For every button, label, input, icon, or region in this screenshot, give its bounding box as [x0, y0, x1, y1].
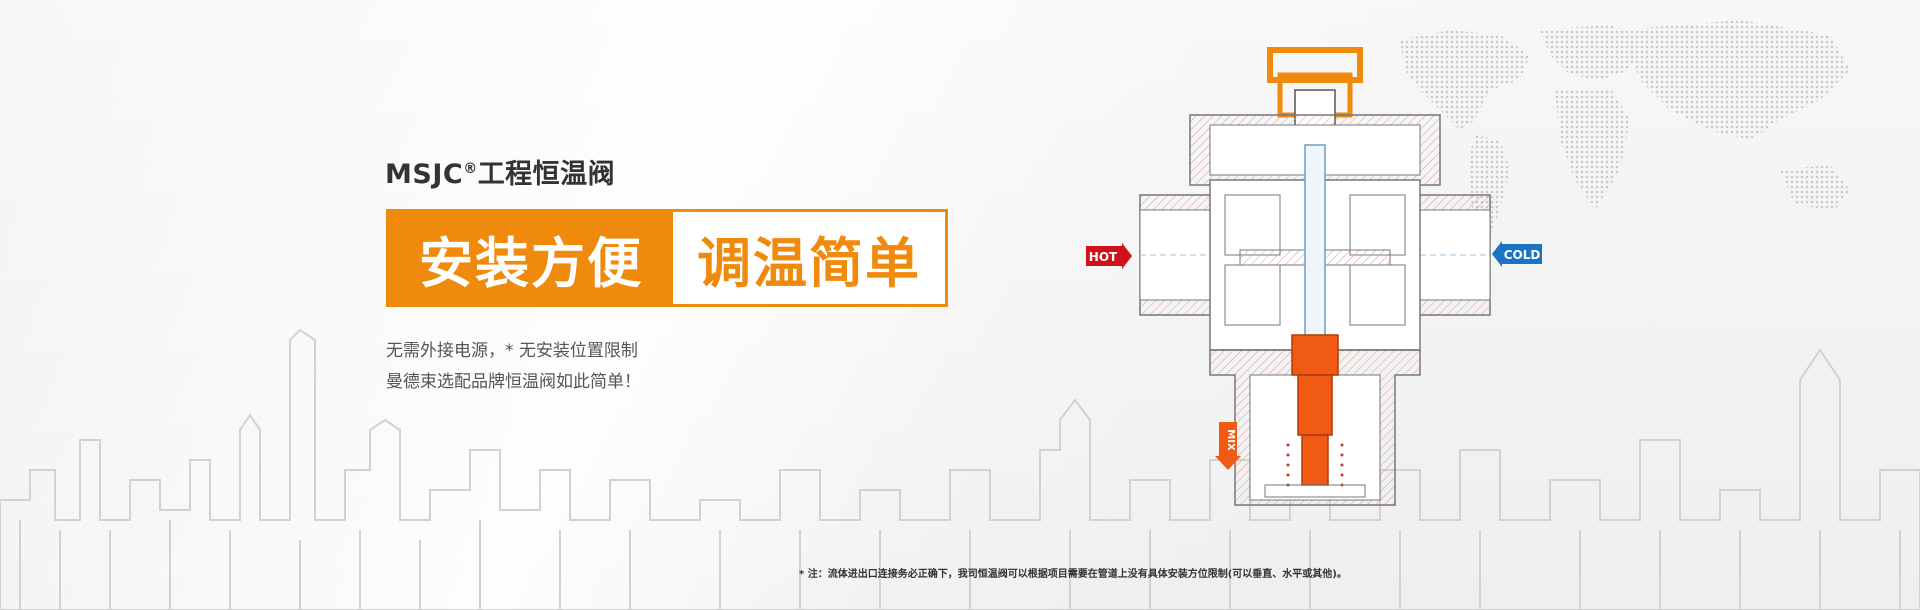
city-skyline-graphic	[0, 328, 1920, 610]
registered-mark: ®	[463, 161, 478, 177]
tagline-right: 调温简单	[697, 231, 921, 295]
brand-name: MSJC	[385, 159, 464, 190]
valve-cross-section-diagram	[1139, 47, 1491, 506]
tagline-left: 安装方便	[389, 212, 673, 304]
tagline-box: 安装方便 调温简单	[386, 209, 948, 307]
cold-label: COLD	[1504, 248, 1541, 262]
cold-inlet-arrow-icon: COLD	[1492, 241, 1542, 267]
description-line: 无需外接电源，* 无安装位置限制	[386, 341, 638, 361]
hot-label: HOT	[1089, 250, 1118, 264]
page-title: MSJC®工程恒温阀	[385, 152, 615, 191]
hot-inlet-arrow-icon: HOT	[1086, 243, 1132, 269]
product-name: 工程恒温阀	[477, 159, 616, 190]
mix-outlet-arrow-icon: MIX	[1215, 422, 1241, 470]
description-line: 曼德束选配品牌恒温阀如此简单！	[386, 372, 641, 392]
mix-label: MIX	[1225, 429, 1236, 451]
description: 无需外接电源，* 无安装位置限制 曼德束选配品牌恒温阀如此简单！	[386, 336, 641, 398]
footnote: * 注：流体进出口连接务必正确下，我司恒温阀可以根据项目需要在管道上没有具体安装…	[799, 569, 1347, 580]
